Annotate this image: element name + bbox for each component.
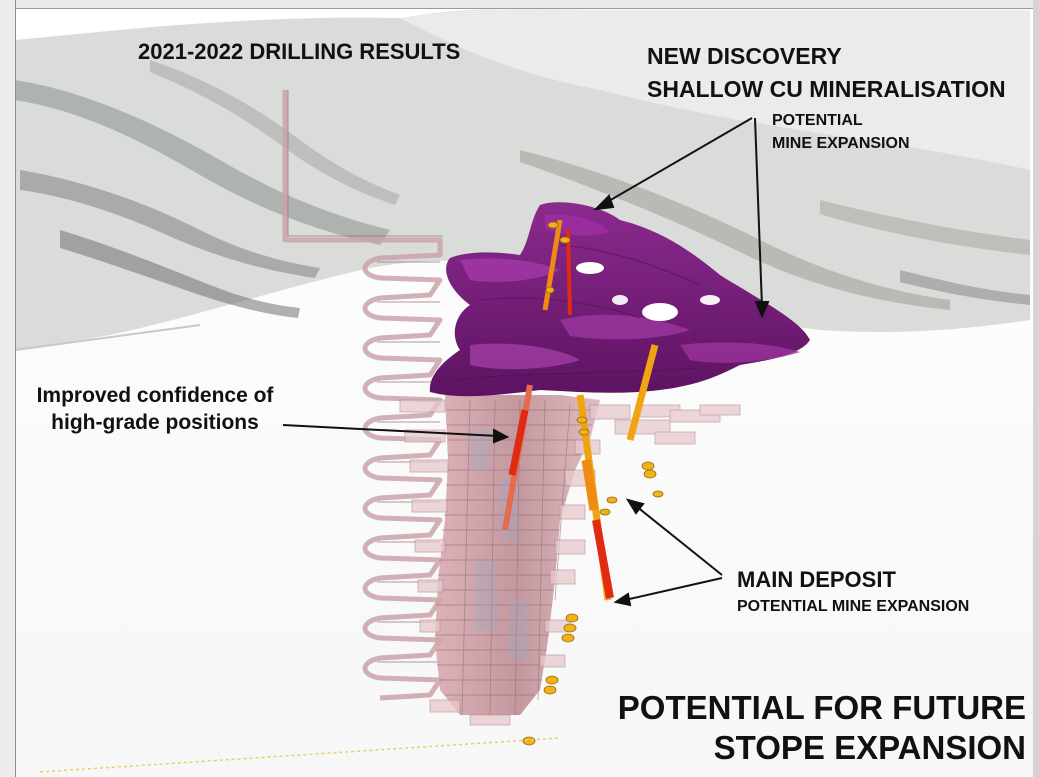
shallow-cu-label: SHALLOW CU MINERALISATION	[647, 76, 1006, 102]
drill-hole-main-west	[502, 384, 533, 531]
shallow-cu-orebody	[429, 202, 810, 397]
main-deposit-label: MAIN DEPOSIT	[737, 567, 896, 592]
decline-ramp	[282, 90, 443, 701]
window-frame-left	[0, 0, 16, 777]
future-stope-label-line2: STOPE EXPANSION	[713, 729, 1026, 766]
drill-hole-discovery	[542, 219, 659, 441]
decline-ramp-outline	[287, 90, 443, 663]
mine-expansion-label: MINE EXPANSION	[772, 135, 910, 152]
annotation-arrows	[282, 117, 770, 607]
surface-trace-line	[39, 737, 561, 773]
window-frame-top	[0, 0, 1039, 9]
potential-label: POTENTIAL	[772, 112, 863, 129]
window-frame-right	[1033, 0, 1039, 777]
new-discovery-label: NEW DISCOVERY	[647, 43, 842, 69]
drilling-results-title: 2021-2022 DRILLING RESULTS	[138, 39, 461, 64]
improved-confidence-label: Improved confidence of high-grade positi…	[36, 384, 274, 435]
future-stope-label-line1: POTENTIAL FOR FUTURE	[617, 689, 1026, 726]
drill-intercept-markers	[522, 221, 664, 746]
stope-blocks	[399, 395, 741, 726]
terrain-surface	[14, 8, 1030, 351]
main-deposit-expansion-label: POTENTIAL MINE EXPANSION	[737, 598, 970, 615]
